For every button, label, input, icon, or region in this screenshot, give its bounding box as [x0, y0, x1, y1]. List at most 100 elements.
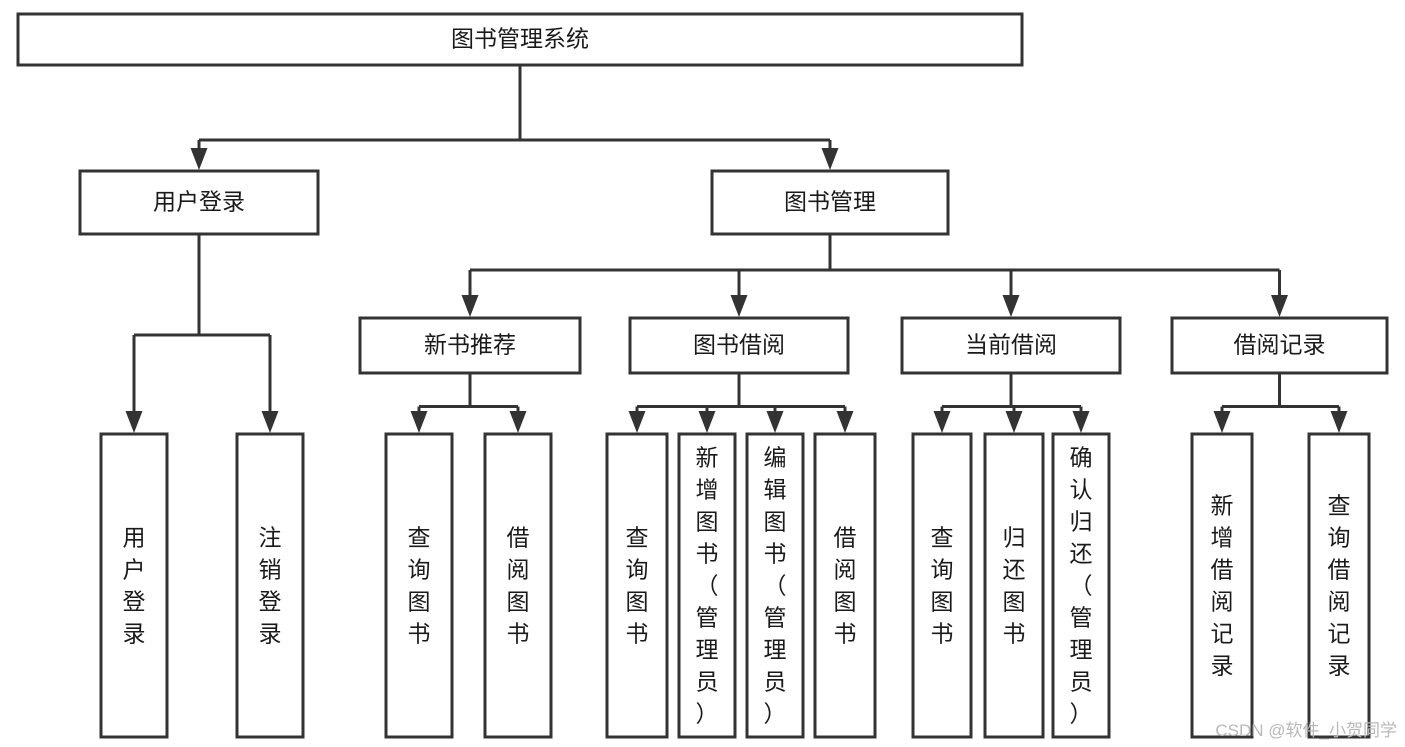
node-label-leaf-logout: 注 [259, 525, 282, 551]
node-new-book-recommend[interactable]: 新书推荐 [358, 316, 582, 375]
node-label-leaf-confirm-return: 还 [1070, 541, 1093, 567]
node-box-book-manage [710, 169, 950, 236]
node-layer: 图书管理系统用户登录图书管理新书推荐图书借阅当前借阅借阅记录用户登录注销登录查询… [16, 12, 1389, 739]
node-label-leaf-return-book: 归 [1003, 525, 1026, 551]
node-label-leaf-query-record: 借 [1328, 557, 1351, 583]
node-label-leaf-query-book-borrow: 询 [626, 557, 649, 583]
node-root[interactable]: 图书管理系统 [16, 12, 1024, 67]
node-label-leaf-query-book-cur: 查 [931, 525, 954, 551]
node-box-leaf-borrow-book-rec [483, 432, 553, 739]
node-label-leaf-query-book-cur: 书 [931, 621, 954, 647]
node-label-leaf-query-record: 阅 [1328, 589, 1351, 615]
node-label-leaf-query-record: 录 [1328, 653, 1351, 679]
node-label-leaf-logout: 销 [259, 557, 282, 583]
node-label-leaf-add-book: 员 [696, 669, 719, 695]
node-label-leaf-query-book-cur: 询 [931, 557, 954, 583]
node-label-leaf-borrow-book: 阅 [834, 557, 857, 583]
node-label-leaf-confirm-return: ） [1070, 701, 1093, 727]
node-label-leaf-borrow-book-rec: 图 [507, 589, 530, 615]
node-current-borrow[interactable]: 当前借阅 [900, 316, 1122, 375]
node-box-leaf-edit-book [745, 432, 805, 739]
node-label-leaf-query-book-borrow: 书 [626, 621, 649, 647]
node-label-current-borrow: 当前借阅 [965, 332, 1057, 358]
node-label-leaf-confirm-return: 认 [1070, 477, 1093, 503]
node-label-leaf-confirm-return: （ [1070, 573, 1093, 599]
node-box-root [16, 12, 1024, 67]
node-label-new-book-recommend: 新书推荐 [424, 332, 516, 358]
node-label-leaf-add-record: 借 [1211, 557, 1234, 583]
node-label-leaf-edit-book: ） [764, 701, 787, 727]
node-borrow-record[interactable]: 借阅记录 [1170, 316, 1389, 375]
node-label-leaf-edit-book: 管 [764, 605, 787, 631]
node-book-manage[interactable]: 图书管理 [710, 169, 950, 236]
node-book-borrow[interactable]: 图书借阅 [628, 316, 850, 375]
node-label-leaf-add-book: 理 [696, 637, 719, 663]
node-box-leaf-user-login [99, 432, 169, 739]
node-box-user-login [78, 169, 320, 236]
node-label-leaf-add-book: （ [696, 573, 719, 599]
node-label-leaf-edit-book: 辑 [764, 477, 787, 503]
node-label-leaf-edit-book: （ [764, 573, 787, 599]
node-label-leaf-confirm-return: 确 [1070, 445, 1093, 471]
node-label-leaf-confirm-return: 管 [1070, 605, 1093, 631]
node-label-leaf-borrow-book: 书 [834, 621, 857, 647]
node-label-leaf-add-book: 增 [696, 477, 719, 503]
node-label-leaf-edit-book: 图 [764, 509, 787, 535]
node-label-leaf-add-book: 书 [696, 541, 719, 567]
node-label-leaf-add-record: 新 [1211, 493, 1234, 519]
node-label-leaf-logout: 录 [259, 621, 282, 647]
node-label-borrow-record: 借阅记录 [1234, 332, 1326, 358]
node-label-leaf-query-book-borrow: 图 [626, 589, 649, 615]
edge-layer [125, 65, 1348, 433]
node-box-leaf-add-book [677, 432, 737, 739]
node-box-leaf-query-book-cur [911, 432, 973, 739]
node-label-leaf-logout: 登 [259, 589, 282, 615]
node-label-leaf-return-book: 书 [1003, 621, 1026, 647]
node-label-leaf-add-book: 管 [696, 605, 719, 631]
node-label-leaf-edit-book: 员 [764, 669, 787, 695]
node-label-leaf-user-login: 户 [123, 557, 146, 583]
node-label-leaf-query-book-borrow: 查 [626, 525, 649, 551]
node-label-leaf-return-book: 图 [1003, 589, 1026, 615]
node-box-leaf-return-book [983, 432, 1045, 739]
node-label-leaf-query-record: 记 [1328, 621, 1351, 647]
node-label-leaf-query-record: 查 [1328, 493, 1351, 519]
node-label-leaf-borrow-book-rec: 书 [507, 621, 530, 647]
node-label-leaf-confirm-return: 归 [1070, 509, 1093, 535]
node-label-book-manage: 图书管理 [784, 189, 876, 215]
node-user-login[interactable]: 用户登录 [78, 169, 320, 236]
node-label-leaf-query-book-cur: 图 [931, 589, 954, 615]
node-box-leaf-logout [235, 432, 305, 739]
node-label-leaf-add-record: 录 [1211, 653, 1234, 679]
node-label-leaf-edit-book: 书 [764, 541, 787, 567]
node-label-leaf-user-login: 用 [123, 525, 146, 551]
node-label-leaf-query-book-rec: 书 [408, 621, 431, 647]
node-label-leaf-user-login: 录 [123, 621, 146, 647]
node-label-leaf-query-record: 询 [1328, 525, 1351, 551]
node-leaf-user-login[interactable]: 用户登录 [99, 432, 169, 739]
node-box-borrow-record [1170, 316, 1389, 375]
node-box-current-borrow [900, 316, 1122, 375]
node-box-leaf-query-book-borrow [605, 432, 669, 739]
node-box-leaf-confirm-return [1051, 432, 1111, 739]
node-label-leaf-add-record: 记 [1211, 621, 1234, 647]
node-label-book-borrow: 图书借阅 [693, 332, 785, 358]
node-label-leaf-query-book-rec: 查 [408, 525, 431, 551]
node-box-new-book-recommend [358, 316, 582, 375]
node-label-leaf-borrow-book: 借 [834, 525, 857, 551]
node-label-leaf-add-book: ） [696, 701, 719, 727]
node-label-root: 图书管理系统 [451, 26, 589, 52]
